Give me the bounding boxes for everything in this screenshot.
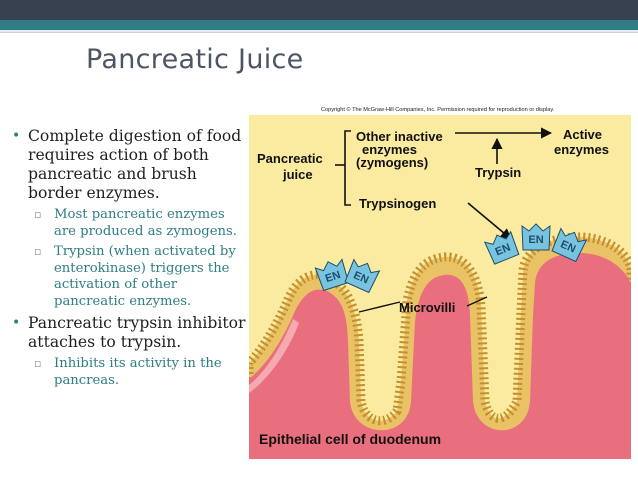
slide-divider: [0, 30, 638, 32]
juice-bracket: [344, 130, 351, 206]
epithelial-cell: [249, 253, 631, 459]
enzyme-label: EN: [352, 269, 371, 286]
sub-bullet-item: ▫ Most pancreatic enzymes are produced a…: [10, 207, 246, 240]
label-other-inactive-line3: (zymogens): [356, 155, 428, 170]
label-pancreatic-juice-line1: Pancreatic: [257, 151, 323, 166]
enzyme-label: EN: [559, 238, 578, 255]
sub-bullet-item: ▫ Trypsin (when activated by enterokinas…: [10, 244, 246, 310]
label-other-inactive-line1: Other inactive: [356, 129, 443, 144]
enterokinase-icon: EN: [551, 227, 588, 263]
copyright-text: Copyright © The McGraw-Hill Companies, I…: [321, 106, 555, 113]
bullet-dot-icon: •: [12, 128, 21, 144]
cell-sheen: [249, 319, 299, 393]
slide-body: • Complete digestion of food requires ac…: [10, 127, 246, 393]
slide-accent-stripe: [0, 20, 638, 30]
label-microvilli: Microvilli: [399, 300, 455, 315]
label-epithelial-cell: Epithelial cell of duodenum: [259, 431, 441, 447]
bullet-text: Complete digestion of food requires acti…: [28, 127, 242, 202]
sub-bullet-text: Trypsin (when activated by enterokinase)…: [54, 244, 236, 309]
sub-bullet-item: ▫ Inhibits its activity in the pancreas.: [10, 356, 246, 389]
bullet-dot-icon: •: [12, 315, 21, 331]
label-pancreatic-juice-line2: juice: [282, 167, 313, 182]
sub-bullet-square-icon: ▫: [34, 357, 42, 370]
trypsinogen-to-enzyme-arrow: [467, 202, 512, 240]
enzyme-label: EN: [324, 269, 342, 285]
label-active-line2: enzymes: [554, 142, 609, 157]
enzyme-label: EN: [494, 242, 513, 259]
microvilli-pointer-left: [358, 301, 401, 313]
slide-divider-thin: [0, 32, 638, 33]
enzyme-activation-figure: Copyright © The McGraw-Hill Companies, I…: [244, 101, 636, 464]
figure-svg: Copyright © The McGraw-Hill Companies, I…: [244, 101, 636, 464]
enterokinase-icon: EN: [483, 230, 520, 265]
enzyme-label: EN: [528, 234, 543, 246]
sub-bullet-square-icon: ▫: [34, 245, 42, 258]
sub-bullet-text: Most pancreatic enzymes are produced as …: [54, 207, 237, 239]
bullet-item: • Complete digestion of food requires ac…: [10, 127, 246, 203]
label-active-line1: Active: [563, 127, 602, 142]
microvilli-pointer-right: [466, 296, 488, 307]
sub-bullet-square-icon: ▫: [34, 208, 42, 221]
enterokinase-icon: EN: [521, 223, 551, 251]
copyright-strip: [249, 101, 631, 115]
label-trypsinogen: Trypsinogen: [359, 196, 436, 211]
bullet-item: • Pancreatic trypsin inhibitor attaches …: [10, 314, 246, 352]
label-trypsin: Trypsin: [475, 165, 521, 180]
slide-title: Pancreatic Juice: [86, 44, 304, 75]
sub-bullet-text: Inhibits its activity in the pancreas.: [54, 356, 222, 388]
enterokinase-icon: EN: [344, 258, 381, 294]
bullet-text: Pancreatic trypsin inhibitor attaches to…: [28, 314, 246, 351]
slide-top-bar: [0, 0, 638, 20]
label-other-inactive-line2: enzymes: [362, 142, 417, 157]
